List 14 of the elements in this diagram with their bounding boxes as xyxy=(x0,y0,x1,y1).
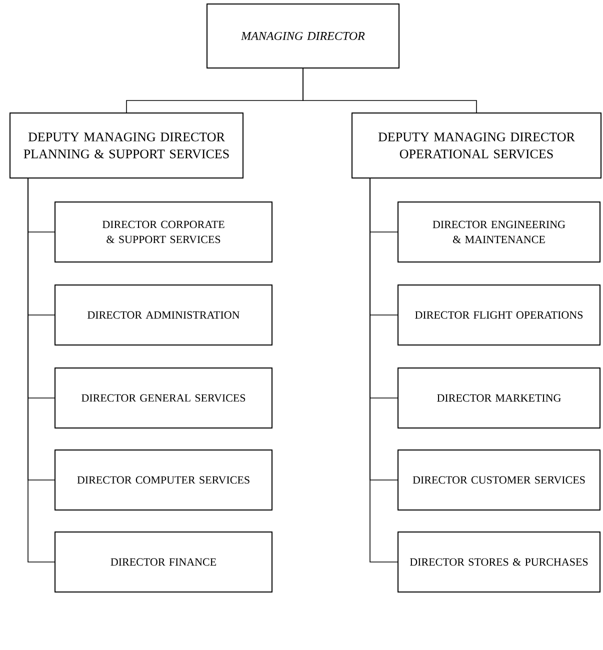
deputy-box: DEPUTY MANAGING DIRECTOR PLANNING & SUPPORT SERVICES xyxy=(10,112,244,178)
director-box: DIRECTOR FINANCE xyxy=(54,532,272,592)
director-box: DIRECTOR ENGINEERING & MAINTENANCE xyxy=(398,202,600,262)
director-box: DIRECTOR MARKETING xyxy=(398,368,600,428)
director-box: MANAGING DIRECTOR xyxy=(206,4,400,68)
deputy-box: DEPUTY MANAGING DIRECTOR OPERATIONAL SERVICES xyxy=(352,112,602,178)
director-box: DIRECTOR ADMINISTRATION xyxy=(54,284,272,346)
director-box: DIRECTOR FLIGHT OPERATIONS xyxy=(398,284,600,346)
director-box: DIRECTOR GENERAL SERVICES xyxy=(54,368,272,428)
connector-line xyxy=(302,68,477,113)
director-box: DIRECTOR COMPUTER SERVICES xyxy=(54,450,272,510)
director-box: DIRECTOR CUSTOMER SERVICES xyxy=(398,450,600,510)
director-box: DIRECTOR CORPORATE & SUPPORT SERVICES xyxy=(54,202,272,262)
director-box: DIRECTOR STORES & PURCHASES xyxy=(398,532,600,592)
